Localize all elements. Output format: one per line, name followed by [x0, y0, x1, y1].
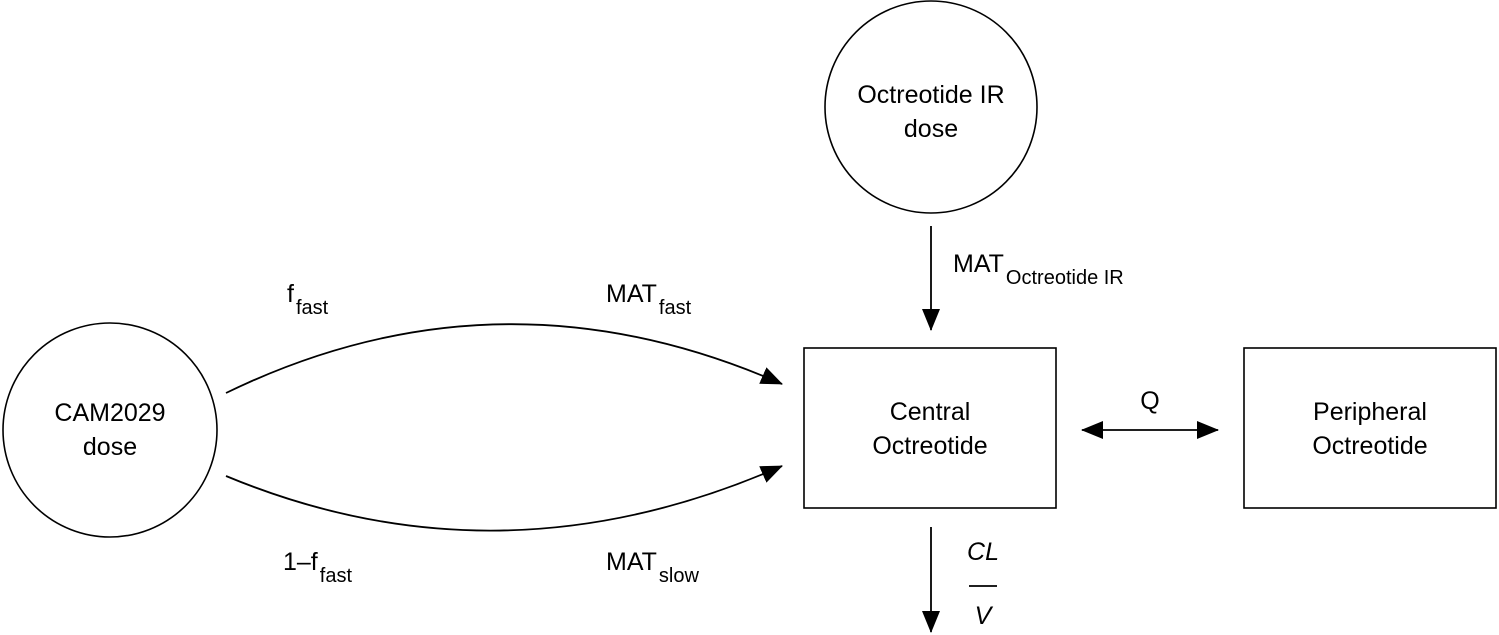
clearance-fraction: CL V [967, 538, 999, 630]
octreotide-ir-dose-label-line2: dose [904, 115, 958, 143]
fast-absorption-arrow [225, 323, 783, 394]
central-compartment-node: Central Octreotide [803, 347, 1057, 509]
central-compartment-label-line2: Octreotide [872, 432, 987, 460]
peripheral-compartment-label-line1: Peripheral [1313, 398, 1427, 426]
cam2029-dose-label-line1: CAM2029 [54, 399, 165, 427]
peripheral-compartment-node: Peripheral Octreotide [1243, 347, 1497, 509]
cam2029-dose-node: CAM2029 dose [2, 322, 218, 538]
v-denominator: V [975, 602, 994, 630]
octreotide-ir-dose-label-line1: Octreotide IR [857, 81, 1004, 109]
cam2029-dose-label-line2: dose [83, 433, 137, 461]
peripheral-compartment-label-line2: Octreotide [1312, 432, 1427, 460]
octreotide-ir-dose-node: Octreotide IR dose [824, 0, 1038, 214]
slow-absorption-arrow [225, 465, 783, 532]
cl-numerator: CL [967, 538, 999, 566]
central-compartment-label-line1: Central [890, 398, 971, 426]
q-label: Q [1140, 387, 1159, 415]
